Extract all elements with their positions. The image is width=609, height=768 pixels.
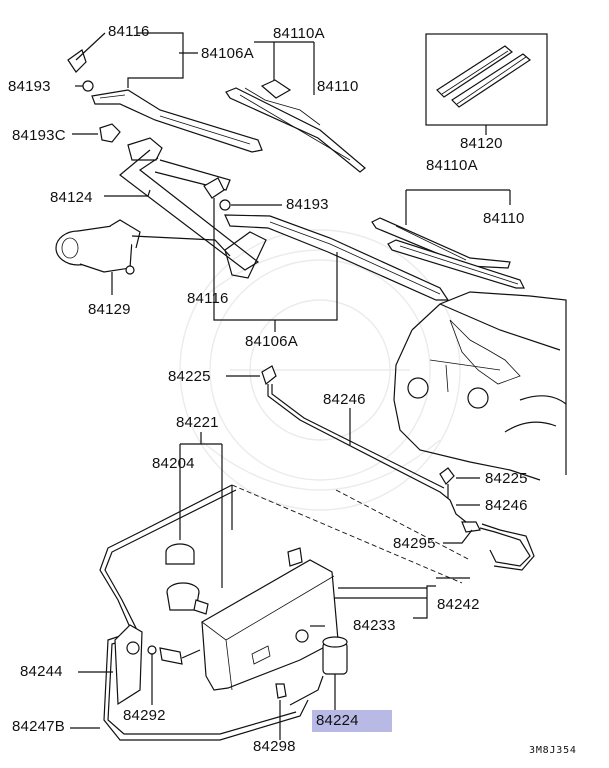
label-84295: 84295 xyxy=(393,535,436,552)
label-84110-right: 84110 xyxy=(483,210,525,227)
front-wiper-arm-assembly xyxy=(67,32,263,153)
front-wiper-blade xyxy=(225,41,366,173)
blade-refill-box xyxy=(425,33,548,135)
label-84193-mid: 84193 xyxy=(286,196,329,213)
label-84106a-lower: 84106A xyxy=(245,333,298,350)
tank-bracket xyxy=(70,624,201,729)
label-84225: 84225 xyxy=(168,368,211,385)
watermark-emblem xyxy=(179,229,461,511)
washer-tank xyxy=(201,547,436,740)
second-wiper-arm-assembly xyxy=(203,177,450,332)
label-84193: 84193 xyxy=(8,78,51,95)
vehicle-front-view xyxy=(393,291,567,481)
label-84124: 84124 xyxy=(50,189,93,206)
wiper-motor xyxy=(55,219,231,295)
label-84225-right: 84225 xyxy=(485,470,528,487)
label-84246-right: 84246 xyxy=(485,497,528,514)
label-84298: 84298 xyxy=(253,738,296,755)
label-84110a: 84110A xyxy=(273,25,325,42)
label-84110: 84110 xyxy=(317,78,359,95)
label-84116: 84116 xyxy=(108,23,150,40)
label-84292: 84292 xyxy=(123,707,166,724)
wiper-linkage xyxy=(72,123,267,279)
label-84242: 84242 xyxy=(437,596,480,613)
label-84224-highlighted[interactable]: 84224 xyxy=(312,710,392,732)
label-84120: 84120 xyxy=(460,135,503,152)
label-84204: 84204 xyxy=(152,455,195,472)
reference-outline xyxy=(231,484,471,584)
filler-cap-group xyxy=(165,432,223,615)
label-84193c: 84193C xyxy=(12,127,66,144)
label-84246: 84246 xyxy=(323,391,366,408)
rear-wiper-blade xyxy=(371,189,525,289)
label-84110a-right: 84110A xyxy=(426,157,478,174)
label-84116-lower: 84116 xyxy=(187,290,229,307)
label-84233: 84233 xyxy=(353,617,396,634)
label-84247b: 84247B xyxy=(12,718,65,735)
washer-hose xyxy=(226,365,535,571)
diagram-code: 3M8J354 xyxy=(529,745,577,756)
label-84244: 84244 xyxy=(20,663,63,680)
label-84129: 84129 xyxy=(88,301,131,318)
label-84106a: 84106A xyxy=(201,45,254,62)
label-84221: 84221 xyxy=(176,414,219,431)
